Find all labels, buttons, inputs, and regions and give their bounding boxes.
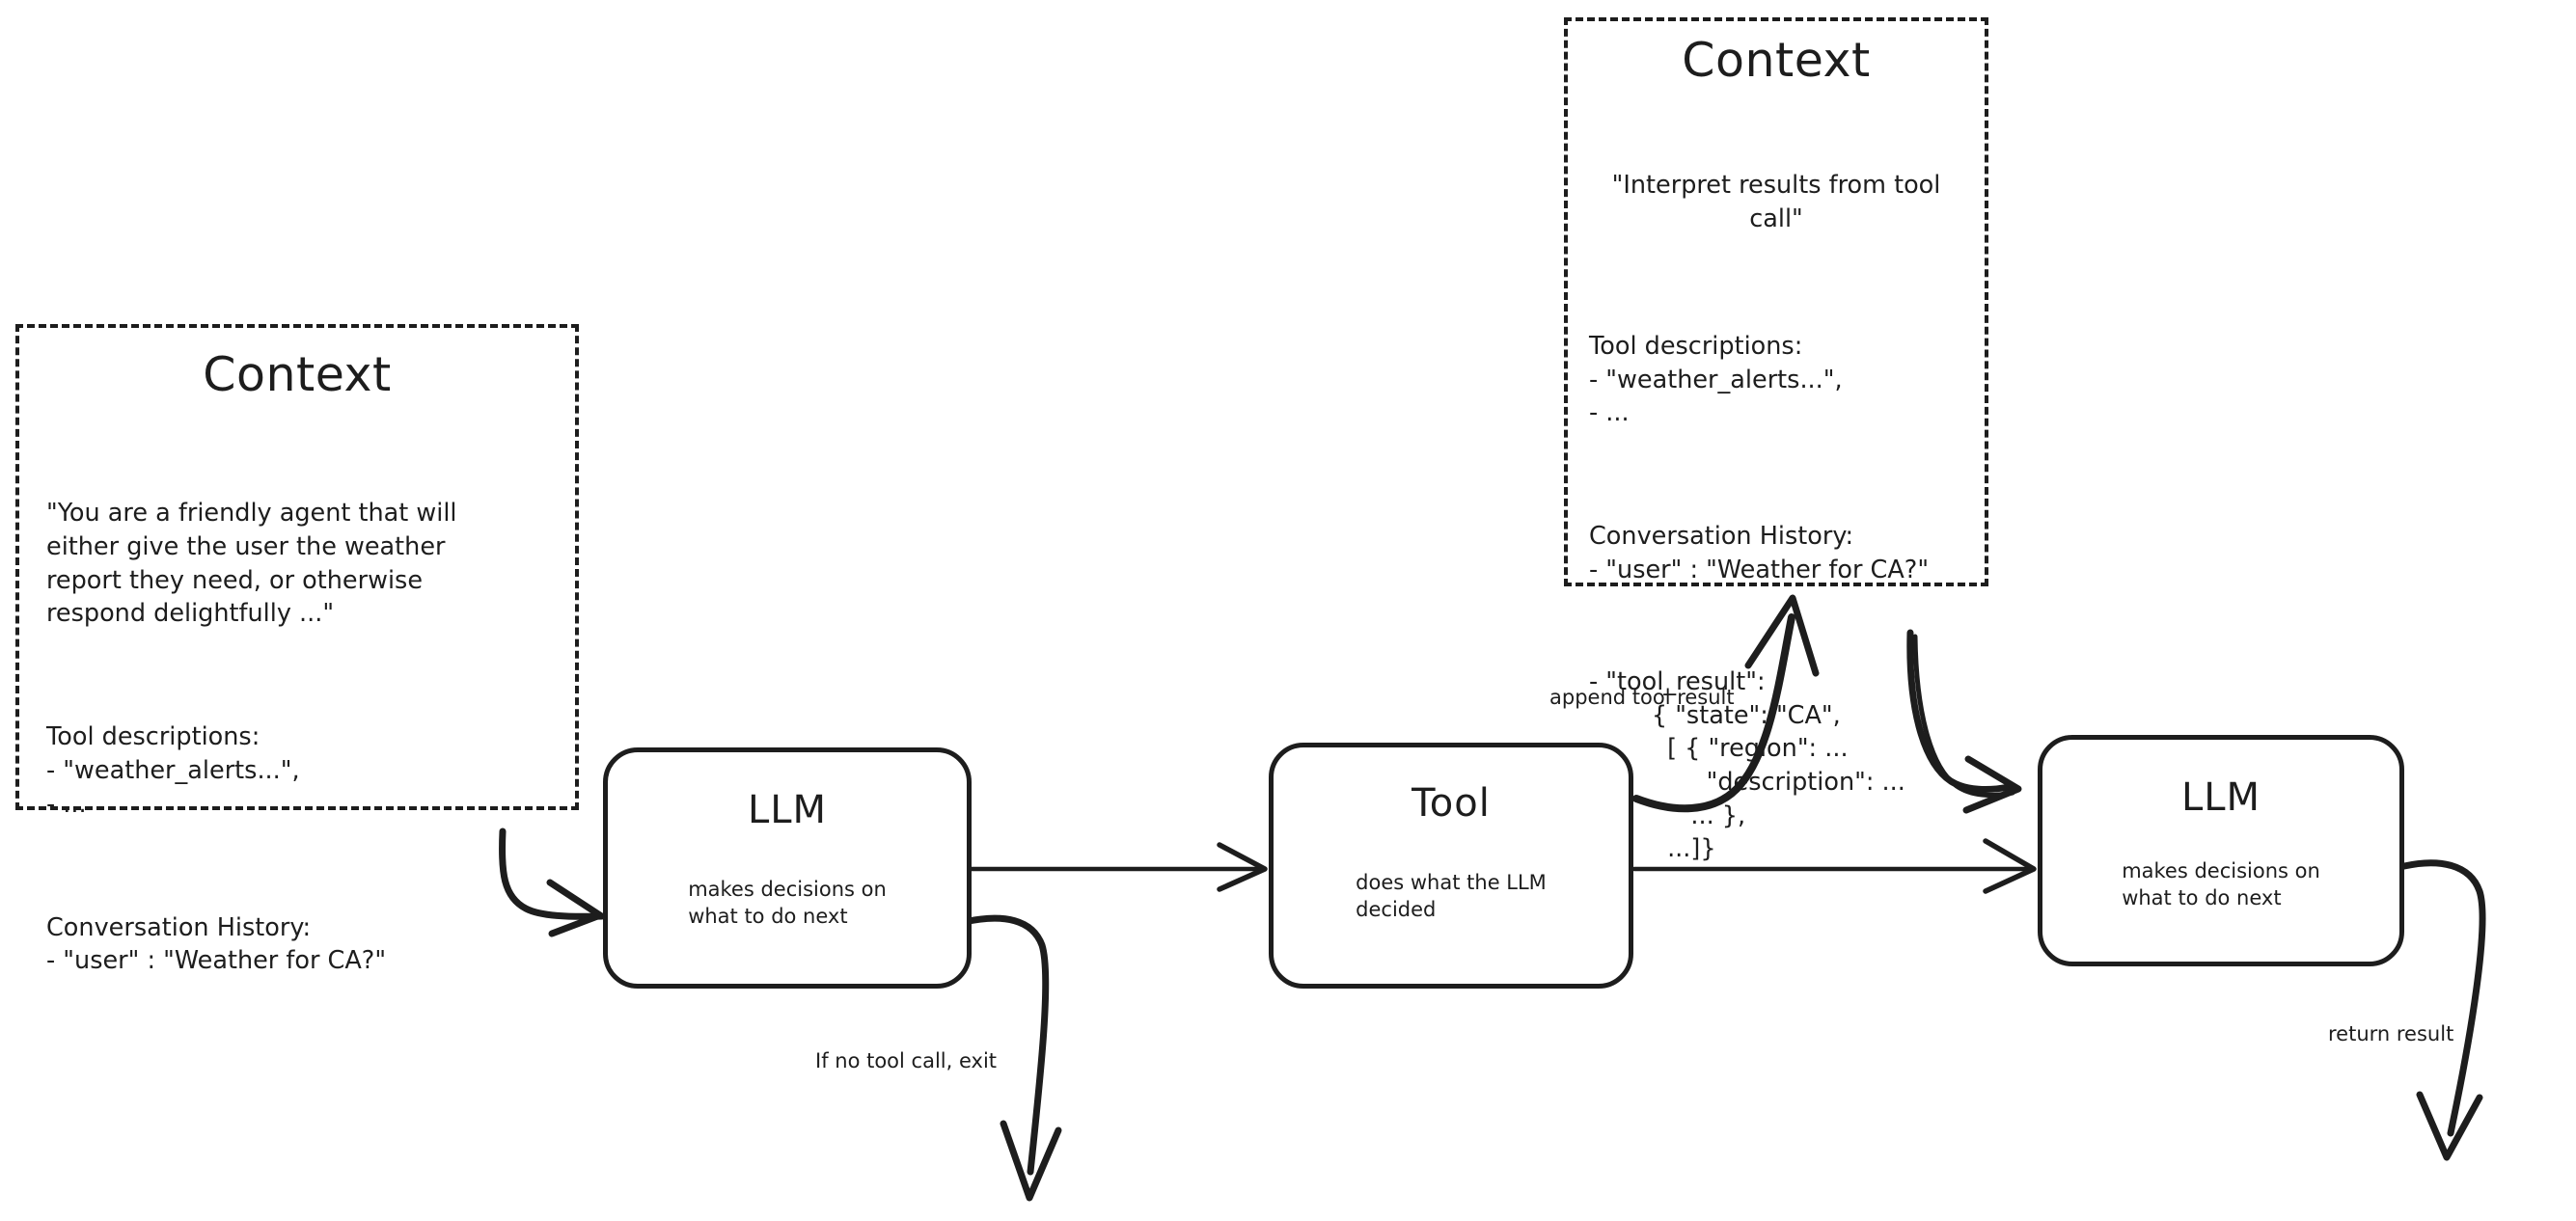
node-llm-2[interactable]: LLM makes decisions on what to do next	[2038, 735, 2404, 966]
context-left-paragraph-history: Conversation History: - "user" : "Weathe…	[46, 912, 387, 976]
context-right-body: "Interpret results from tool call" Tool …	[1589, 102, 1963, 933]
context-left-title: Context	[203, 347, 392, 402]
context-right-paragraph-instruction: "Interpret results from tool call"	[1611, 171, 1949, 233]
context-right-paragraph-tool-result: - "tool_result": { "state": "CA", [ { "r…	[1589, 666, 1905, 864]
edge-llm2-return-result	[2400, 859, 2486, 1161]
context-right-paragraph-history: Conversation History: - "user" : "Weathe…	[1589, 522, 1930, 584]
node-llm-2-title: LLM	[2180, 775, 2261, 820]
edge-llm1-to-tool	[969, 842, 1268, 892]
context-left-body: "You are a friendly agent that will eith…	[46, 430, 548, 1045]
context-left-paragraph-system: "You are a friendly agent that will eith…	[46, 499, 457, 629]
context-right-paragraph-tools: Tool descriptions: - "weather_alerts..."…	[1589, 331, 1843, 428]
node-tool[interactable]: Tool does what the LLM decided	[1269, 743, 1633, 989]
node-tool-subtitle: does what the LLM decided	[1356, 871, 1547, 922]
edge-label-no-tool-call-exit: If no tool call, exit	[815, 1049, 998, 1072]
node-tool-title: Tool	[1411, 781, 1491, 826]
node-llm-2-subtitle: makes decisions on what to do next	[2122, 859, 2320, 910]
context-left-paragraph-tools: Tool descriptions: - "weather_alerts..."…	[46, 722, 300, 819]
node-llm-1-subtitle: makes decisions on what to do next	[688, 878, 887, 929]
context-box-left: Context "You are a friendly agent that w…	[15, 324, 579, 975]
node-llm-1-title: LLM	[747, 788, 828, 832]
context-box-right: Context "Interpret results from tool cal…	[1564, 17, 1988, 863]
edge-label-return-result: return result	[2328, 1022, 2454, 1045]
edge-label-append-tool-result: append tool result	[1549, 686, 1735, 709]
context-right-title: Context	[1682, 33, 1871, 88]
node-llm-1[interactable]: LLM makes decisions on what to do next	[603, 747, 972, 989]
